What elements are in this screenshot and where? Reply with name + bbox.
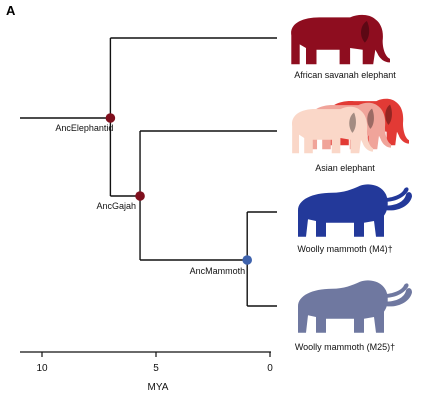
taxon-label-african-savanah-elephant: African savanah elephant — [294, 70, 396, 80]
taxon-label-woolly-mammoth-m25: Woolly mammoth (M25)† — [295, 342, 395, 352]
node-anc-mammoth — [242, 255, 252, 265]
axis-tick-label-10: 10 — [36, 363, 48, 374]
african-elephant-icon — [291, 14, 390, 65]
node-label-anc-gajah: AncGajah — [97, 201, 137, 211]
taxon-label-asian-elephant: Asian elephant — [315, 163, 375, 173]
woolly-mammoth-m25-icon — [298, 280, 412, 333]
node-label-anc-elephantid: AncElephantid — [55, 123, 113, 133]
node-anc-gajah — [135, 191, 145, 201]
tree-nodes: AncElephantid AncGajah AncMammoth — [55, 113, 252, 276]
panel-label: A — [6, 3, 16, 18]
taxon-label-woolly-mammoth-m4: Woolly mammoth (M4)† — [297, 244, 392, 254]
axis-tick-label-5: 5 — [153, 363, 159, 374]
woolly-mammoth-m4-icon — [298, 184, 412, 237]
node-label-anc-mammoth: AncMammoth — [190, 266, 246, 276]
axis-tick-label-0: 0 — [267, 363, 273, 374]
time-axis: 10 5 0 MYA — [20, 351, 273, 393]
node-anc-elephantid — [105, 113, 116, 123]
asian-elephant-icon — [291, 98, 409, 154]
axis-label: MYA — [148, 382, 169, 393]
